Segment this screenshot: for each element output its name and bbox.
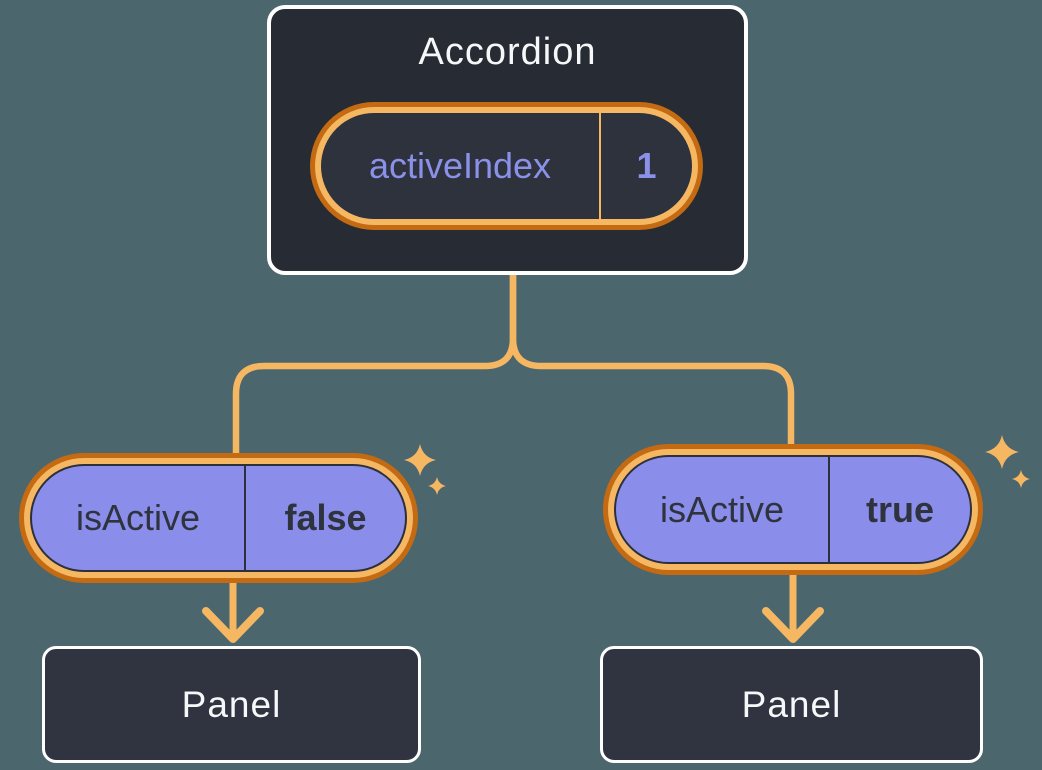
sparkle-icon bbox=[985, 435, 1019, 469]
prop-pill-divider bbox=[828, 457, 830, 562]
prop-pill-right: isActive true bbox=[603, 444, 983, 575]
state-pill-divider bbox=[599, 113, 601, 219]
panel-node-right: Panel bbox=[600, 646, 983, 763]
sparkle-icon bbox=[428, 477, 446, 495]
prop-pill-body: isActive true bbox=[614, 455, 972, 564]
prop-pill-inner-ring: isActive false bbox=[24, 458, 413, 578]
panel-label: Panel bbox=[741, 683, 842, 725]
connector-right-branch bbox=[509, 272, 795, 450]
prop-pill-left: isActive false bbox=[19, 453, 418, 583]
accordion-title: Accordion bbox=[418, 31, 597, 73]
arrow-down-icon bbox=[202, 572, 264, 643]
arrow-down-icon bbox=[762, 564, 824, 643]
prop-name: isActive bbox=[75, 497, 201, 538]
panel-label: Panel bbox=[181, 683, 282, 725]
accordion-node: Accordion activeIndex 1 bbox=[267, 5, 748, 275]
connector-left-branch bbox=[232, 272, 517, 456]
state-value: 1 bbox=[636, 145, 657, 186]
panel-node-left: Panel bbox=[42, 646, 421, 763]
sparkle-icon bbox=[404, 444, 436, 476]
sparkle-icon bbox=[1012, 470, 1030, 488]
prop-value: false bbox=[284, 497, 367, 538]
prop-pill-divider bbox=[244, 466, 246, 570]
prop-pill-body: isActive false bbox=[30, 464, 407, 572]
state-pill-inner-ring: activeIndex 1 bbox=[315, 107, 698, 225]
state-name: activeIndex bbox=[368, 145, 552, 186]
prop-name: isActive bbox=[659, 488, 785, 530]
prop-value: true bbox=[865, 488, 934, 530]
prop-pill-inner-ring: isActive true bbox=[608, 449, 978, 570]
state-pill: activeIndex 1 bbox=[310, 102, 703, 230]
state-pill-body: activeIndex 1 bbox=[321, 113, 692, 219]
